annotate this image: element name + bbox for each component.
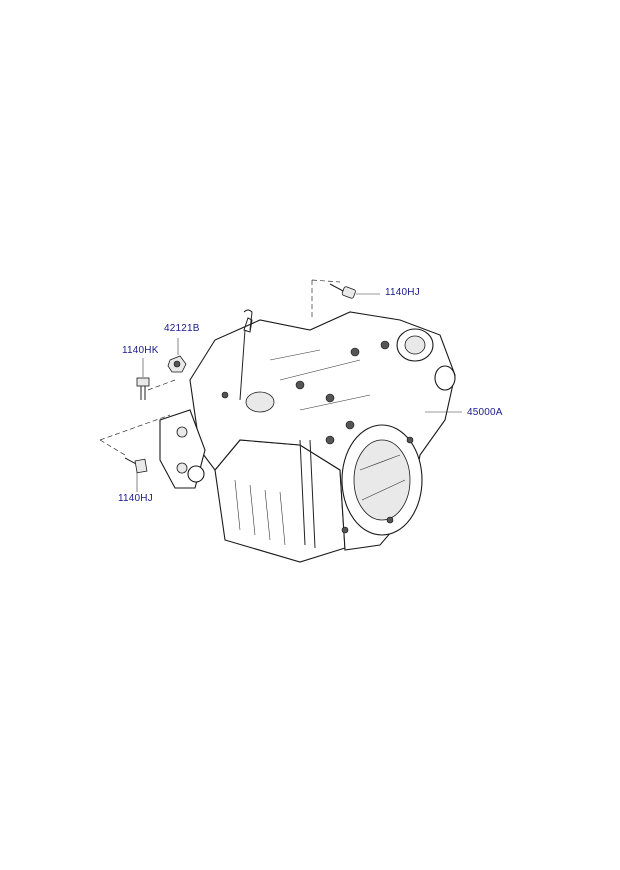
bolt-left-icon	[136, 377, 150, 400]
bolt-bottom-icon	[124, 457, 148, 474]
label-nut: 42121B	[164, 323, 200, 334]
alignment-line-top	[311, 279, 341, 318]
transaxle-body	[159, 309, 456, 563]
alignment-line-left	[99, 414, 171, 456]
label-bolt-bottom: 1140HJ	[118, 493, 153, 504]
label-bolt-left: 1140HK	[122, 345, 159, 356]
label-bolt-top: 1140HJ	[385, 287, 420, 298]
alignment-line-mid	[147, 379, 176, 391]
nut-icon	[167, 355, 187, 373]
label-transaxle: 45000A	[467, 407, 503, 418]
bolt-top-icon	[329, 283, 356, 299]
